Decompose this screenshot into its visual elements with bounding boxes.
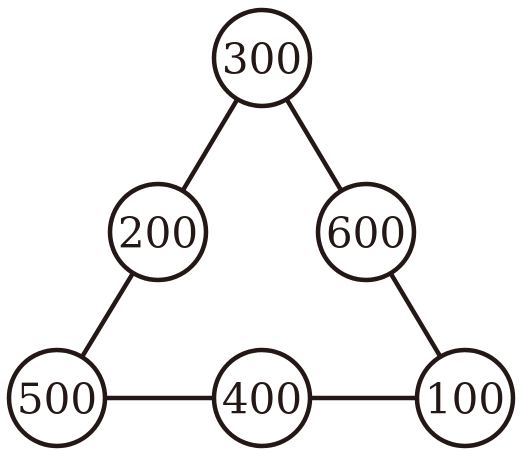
node-circle [414,347,516,449]
node-label: 200 [118,209,198,258]
node-bottom-right: 100 [414,347,516,449]
node-top: 300 [211,7,313,109]
node-circle [6,347,108,449]
node-label: 600 [326,209,406,258]
node-circle [315,181,417,283]
node-circle [107,181,209,283]
node-circle [211,7,313,109]
node-label: 500 [17,375,97,424]
node-label: 400 [222,375,302,424]
node-bottom-mid: 400 [211,347,313,449]
node-label: 300 [222,35,302,84]
node-right-mid: 600 [315,181,417,283]
node-bottom-left: 500 [6,347,108,449]
node-circle [211,347,313,449]
node-left-mid: 200 [107,181,209,283]
nodes-layer: 300 200 600 500 400 100 [6,7,516,449]
node-label: 100 [425,375,505,424]
